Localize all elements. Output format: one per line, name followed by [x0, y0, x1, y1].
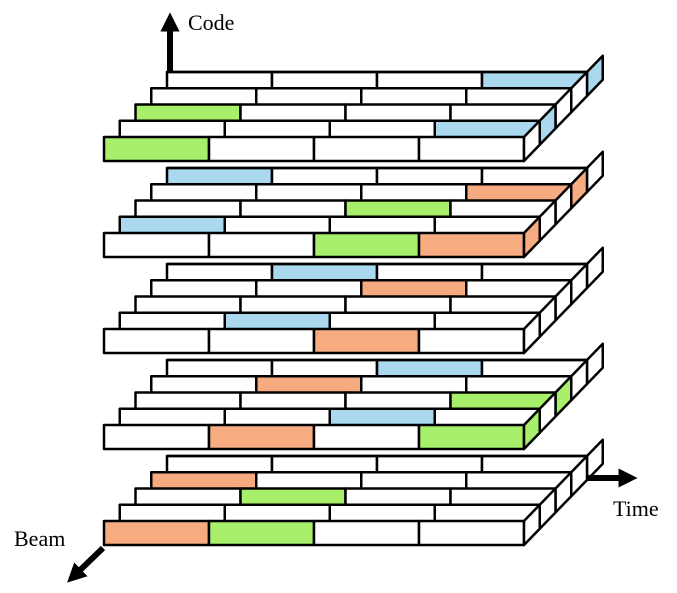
slot-row4-col3	[417, 519, 526, 547]
slot-row4-col0	[102, 519, 211, 547]
row-end-0	[585, 54, 604, 98]
layer-2	[102, 150, 604, 259]
slot-row4-col3	[417, 135, 526, 163]
slot-row4-col3	[417, 423, 526, 451]
slot-row4-col2	[312, 423, 421, 451]
slot-row4-col2	[312, 519, 421, 547]
slot-row4-col2	[312, 327, 421, 355]
slot-row4-col1	[207, 327, 316, 355]
beam-axis-arrow	[67, 545, 106, 583]
layer-1	[102, 54, 604, 163]
row-end-4	[522, 311, 541, 355]
slot-row4-col0	[102, 327, 211, 355]
slot-row4-col1	[207, 231, 316, 259]
slot-row4-col1	[207, 519, 316, 547]
beam-axis-label: Beam	[14, 526, 65, 551]
layer-4	[102, 342, 604, 451]
row-end-0	[585, 150, 604, 194]
slot-row4-col0	[102, 423, 211, 451]
slot-row4-col0	[102, 231, 211, 259]
row-end-0	[585, 438, 604, 482]
row-end-4	[522, 119, 541, 163]
row-end-0	[585, 246, 604, 290]
code-axis-label: Code	[188, 10, 234, 35]
slot-row4-col3	[417, 231, 526, 259]
row-end-0	[585, 342, 604, 386]
slot-row4-col2	[312, 135, 421, 163]
row-end-4	[522, 407, 541, 451]
slot-row4-col3	[417, 327, 526, 355]
layer-3	[102, 246, 604, 355]
slot-row4-col1	[207, 423, 316, 451]
slot-row4-col0	[102, 135, 211, 163]
slot-row4-col2	[312, 231, 421, 259]
layer-5	[102, 438, 604, 547]
time-axis-label: Time	[613, 496, 659, 521]
row-end-4	[522, 503, 541, 547]
row-end-4	[522, 215, 541, 259]
layer-stack	[102, 54, 604, 547]
slot-row4-col1	[207, 135, 316, 163]
